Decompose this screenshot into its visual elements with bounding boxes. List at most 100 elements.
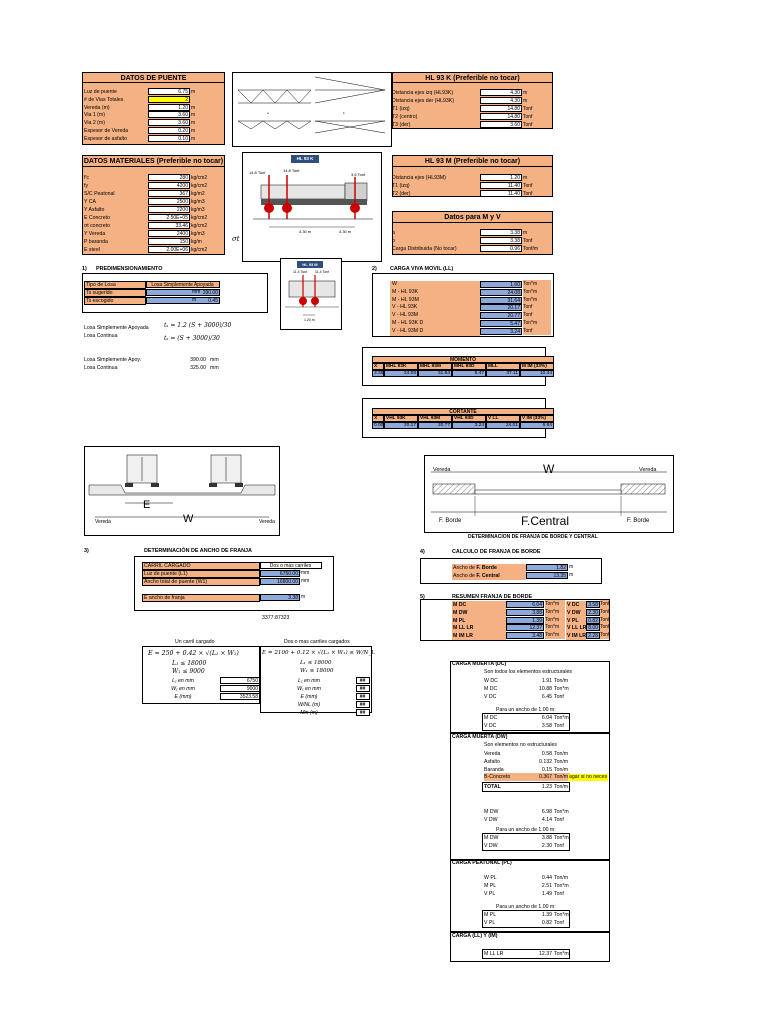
momento-title: MOMENTO <box>372 356 554 363</box>
bridge-param-value[interactable]: 3.60 <box>148 111 190 119</box>
predim-value[interactable]: 390.00 <box>146 289 220 296</box>
hl93k-param-value[interactable]: 3.60 <box>480 121 522 128</box>
resumen-left-value[interactable]: 1.39 <box>506 616 544 624</box>
material-param-value[interactable]: 2400 <box>148 230 190 237</box>
ancho-franja-title: DETERMINACIÓN DE ANCHO DE FRANJA <box>144 548 252 554</box>
resumen-right-value[interactable]: 2.30 <box>586 608 600 616</box>
live-load-label: V - HL 93K <box>390 304 480 313</box>
cortante-header: V LL <box>486 415 520 422</box>
bridge-param-value[interactable]: 6.75 <box>148 88 190 95</box>
material-param-value[interactable]: 4200 <box>148 182 190 189</box>
material-param-label: E steel <box>84 247 100 253</box>
bridge-param-unit: m <box>191 120 196 127</box>
franja-e-value[interactable]: 3.38 <box>260 594 300 601</box>
mv-param-value[interactable]: 0.96 <box>480 245 522 252</box>
franja-borde-value[interactable]: 13.35 <box>526 572 568 579</box>
pl-value: 1.49 <box>541 890 552 897</box>
live-load-value[interactable]: 20.17 <box>480 304 522 312</box>
pl-final-label: V PL <box>484 920 496 926</box>
live-load-value[interactable]: 3.24 <box>480 327 522 335</box>
resumen-right-value[interactable]: 3.58 <box>586 601 600 608</box>
hl93m-param-value[interactable]: 11.40 <box>480 190 522 197</box>
eq-1: tₛ = 1.2 (S + 3000)/30 <box>164 322 232 329</box>
dw-label: Baranda <box>484 766 504 773</box>
live-load-value[interactable]: 20.77 <box>480 312 522 320</box>
ecalc-left-value[interactable]: 6750 <box>220 677 260 684</box>
ecalc-right-value[interactable]: ## <box>356 685 370 692</box>
bridge-param-value[interactable]: 2 <box>148 95 190 103</box>
ecalc-right-value[interactable]: ## <box>356 693 370 700</box>
ecalc-left-label: E (mm) <box>174 694 192 700</box>
mv-param-value[interactable]: 3.38 <box>480 237 522 244</box>
material-param-value[interactable]: 150 <box>148 238 190 245</box>
dw-unit: Ton/m <box>552 773 570 782</box>
material-param-value[interactable]: 2.00E+06 <box>148 246 190 253</box>
hl93m-param-value[interactable]: 11.40 <box>480 182 522 189</box>
ecalc-left-value[interactable]: 9000 <box>220 685 260 692</box>
hl93k-param-unit: Tonf <box>523 122 533 128</box>
bridge-param-value[interactable]: 0.10 <box>148 134 190 142</box>
ecalc-left-value[interactable]: 3523.58 <box>220 693 260 700</box>
material-param-value[interactable]: 2.50E+05 <box>148 214 190 221</box>
ecalc-right-value[interactable]: ## <box>356 677 370 684</box>
resumen-right-value[interactable]: 8.00 <box>586 624 600 632</box>
resumen-left-value[interactable]: 3.88 <box>506 608 544 616</box>
bridge-param-value[interactable]: 1.20 <box>148 103 190 111</box>
mv-param-value[interactable]: 3.38 <box>480 229 522 236</box>
franja-value[interactable]: Dos o mas carriles cargados <box>260 562 322 575</box>
bridge-param-value[interactable]: 0.20 <box>148 127 190 134</box>
ecalc-left-box <box>142 646 260 704</box>
resumen-right-unit: Tonf <box>600 631 609 639</box>
material-param-value[interactable]: 33.46 <box>148 222 190 229</box>
live-load-value[interactable]: 5.47 <box>480 320 522 327</box>
resumen-right-unit: Tonf <box>600 623 609 632</box>
bridge-param-label: Espesor de asfalto <box>84 135 127 142</box>
hl93k-param-value[interactable]: 14.80 <box>480 105 522 112</box>
cortante-value: 24.01 <box>486 422 520 429</box>
cortante-header: X <box>372 415 384 422</box>
hl93k-param-unit: m <box>523 98 528 104</box>
momento-header: MHL 93K <box>384 363 418 370</box>
hl93m-param-value[interactable]: 1.20 <box>480 174 522 181</box>
predim-value[interactable]: Losa Simplemente Apoyada <box>146 281 220 288</box>
hl93m-param-label: T1 (izq) <box>392 183 410 189</box>
ecalc-right-label: E (mm) <box>300 694 318 700</box>
franja-label: CARRIL CARGADO <box>142 562 260 570</box>
ecalc-right-value[interactable]: ## <box>356 709 370 716</box>
resumen-right-value[interactable]: 0.82 <box>586 616 600 624</box>
hl93k-param-value[interactable]: 14.80 <box>480 113 522 120</box>
ecalc-right-value[interactable]: ## <box>356 701 370 708</box>
pl-final-unit: Ton*m <box>554 912 569 918</box>
predim-value[interactable]: 0.45 <box>146 297 220 304</box>
material-param-value[interactable]: 2200 <box>148 206 190 213</box>
material-param-value[interactable]: 367 <box>148 190 190 197</box>
hl93k-param-value[interactable]: 4.30 <box>480 89 522 96</box>
momento-header: X <box>372 363 384 370</box>
franja-fborde-right: F. Borde <box>627 518 650 524</box>
material-param-value[interactable]: 280 <box>148 174 190 181</box>
hl93m-param-label: Distancia ejes (HL93M) <box>392 175 446 181</box>
resumen-left-value[interactable]: 12.37 <box>506 624 544 632</box>
hl93k-param-value[interactable]: 4.30 <box>480 97 522 104</box>
pl-unit: Ton*m <box>554 882 569 889</box>
pl-final-value: 1.39 <box>541 912 552 918</box>
franja-value[interactable]: 16800.00 <box>260 578 300 585</box>
live-load-value[interactable]: 24.08 <box>480 288 522 296</box>
predim-num: 1) <box>82 266 87 272</box>
material-param-value[interactable]: 2500 <box>148 198 190 205</box>
ll-unit: Ton*m <box>554 951 569 957</box>
resumen-right-unit: Tonf <box>600 600 609 608</box>
franja-borde-value[interactable]: 1.82 <box>526 564 568 571</box>
resumen-left-value[interactable]: 3.48 <box>506 632 544 640</box>
predim-unit: mm <box>192 289 201 295</box>
franja-value[interactable]: 6750.00 <box>260 570 300 577</box>
momento-value: 31.64 <box>418 370 452 377</box>
live-load-value[interactable]: 1.60 <box>480 281 522 288</box>
resumen-right-value[interactable]: 2.28 <box>586 632 600 640</box>
live-load-value[interactable]: 31.64 <box>480 296 522 304</box>
hl93k-param-label: T2 (centro) <box>392 114 418 120</box>
bridge-param-value[interactable]: 3.60 <box>148 119 190 127</box>
dw2-label: V DW <box>484 816 498 823</box>
resumen-left-value[interactable]: 6.04 <box>506 601 544 608</box>
dw-unit: Ton/m <box>554 751 569 757</box>
